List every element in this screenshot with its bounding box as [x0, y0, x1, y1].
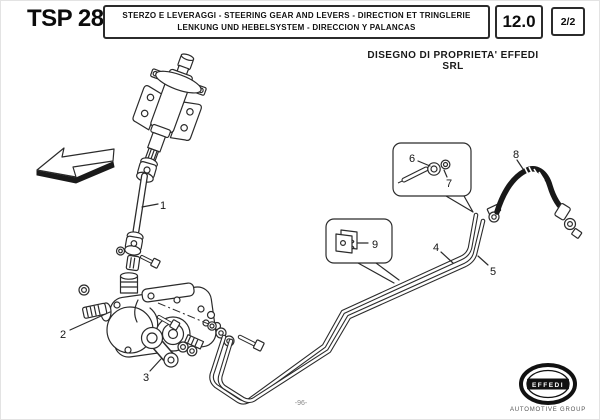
part-labels: 1 2 3 4 5 6 7 8 9: [60, 149, 524, 384]
title-line-2: LENKUNG UND HEBELSYSTEM - DIRECCION Y PA…: [177, 23, 416, 32]
part-label-1: 1: [160, 200, 166, 212]
part-label-8: 8: [513, 149, 519, 161]
model-code: TSP 28: [27, 5, 104, 32]
callout-box-fittings: [392, 142, 474, 213]
direction-arrow-icon: [36, 147, 115, 184]
pipe-unions: [207, 321, 265, 352]
callout-box-clamp: [325, 218, 400, 284]
part-label-4: 4: [433, 242, 439, 254]
page-number: -96-: [295, 400, 308, 407]
title-box: STERZO E LEVERAGGI - STEERING GEAR AND L…: [103, 5, 490, 39]
part-label-7: 7: [446, 178, 452, 190]
part-label-3: 3: [143, 372, 149, 384]
part-label-6: 6: [409, 153, 415, 165]
hydraulic-pipe-5: [217, 218, 486, 404]
lower-universal-joint: [124, 231, 144, 256]
title-line-1: STERZO E LEVERAGGI - STEERING GEAR AND L…: [122, 10, 471, 20]
section-code-box: 12.0: [495, 5, 543, 39]
flexible-hose: [486, 165, 583, 239]
steering-column-assembly: [115, 53, 207, 272]
pitman-arm: [140, 315, 198, 368]
logo-subtitle: AUTOMOTIVE GROUP: [510, 407, 586, 413]
part-label-2: 2: [60, 329, 66, 341]
logo-brand: EFFEDI: [532, 382, 564, 389]
part-label-5: 5: [490, 266, 496, 278]
part-label-9: 9: [372, 239, 378, 251]
sheet-number-box: 2/2: [551, 7, 585, 36]
effedi-logo: EFFEDI AUTOMOTIVE GROUP: [510, 363, 586, 413]
proprietary-notice: DISEGNO DI PROPRIETA' EFFEDI SRL: [367, 50, 539, 72]
